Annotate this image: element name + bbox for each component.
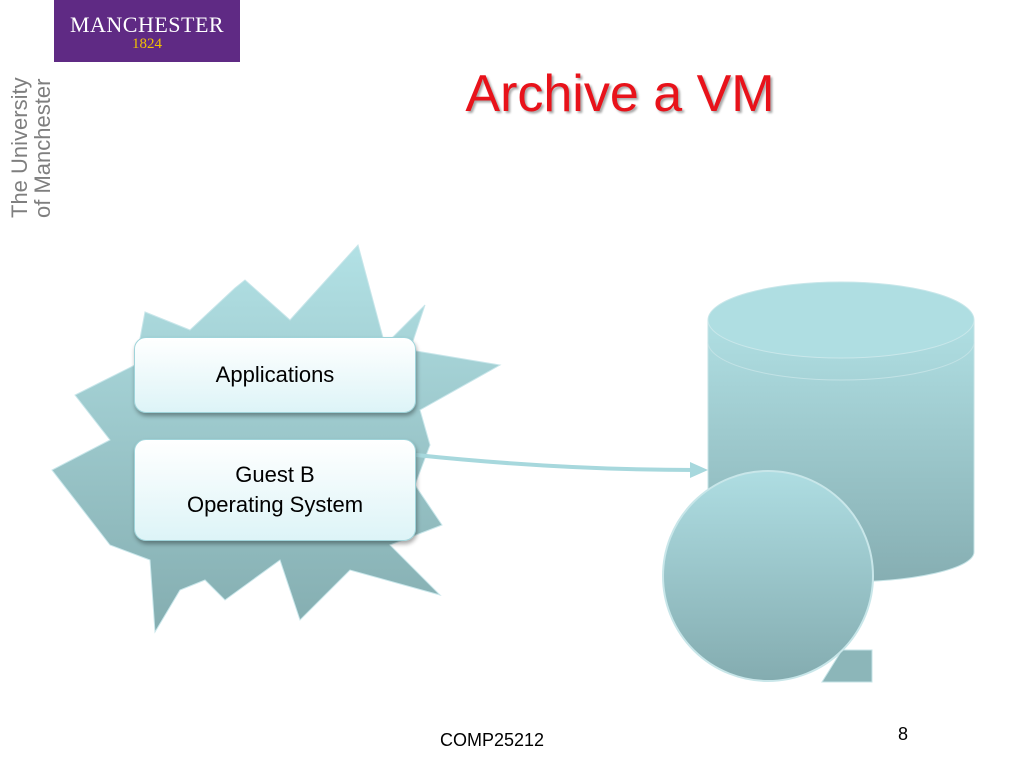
page-number: 8 <box>898 724 909 744</box>
footer-course: COMP25212 <box>440 730 545 750</box>
university-logo: MANCHESTER 1824 <box>54 0 240 62</box>
logo-name: MANCHESTER <box>69 12 225 37</box>
slide-title: Archive a VM <box>465 65 775 123</box>
archive-arrow <box>415 453 708 478</box>
logo-year: 1824 <box>132 36 162 52</box>
os-label-line2: Operating System <box>186 492 364 517</box>
guest-os-box: Guest B Operating System <box>134 439 416 541</box>
os-label-line1: Guest B <box>235 462 315 487</box>
applications-box: Applications <box>134 337 416 413</box>
applications-label: Applications <box>215 362 335 387</box>
archive-circle <box>662 470 874 683</box>
